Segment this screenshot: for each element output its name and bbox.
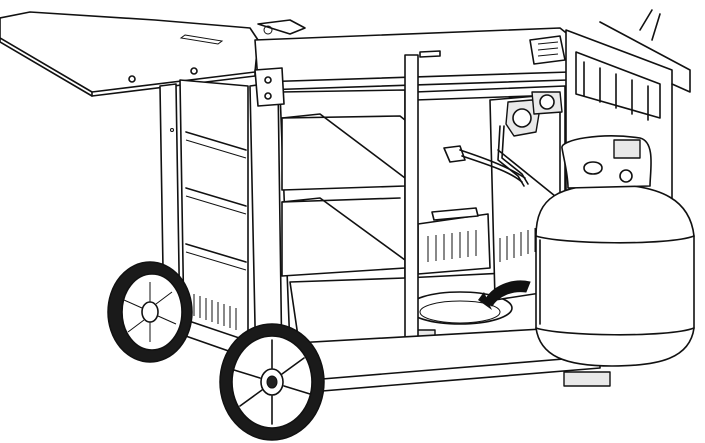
regulator-hose xyxy=(443,91,563,187)
tank-foot xyxy=(563,371,611,387)
rotation-arrow xyxy=(478,280,531,310)
screw-hole xyxy=(190,67,198,75)
propane-tank xyxy=(535,135,695,387)
tank-valve xyxy=(613,139,641,159)
wheel-right xyxy=(219,323,325,441)
screw-hole xyxy=(128,75,136,83)
wheel-left xyxy=(107,261,193,363)
